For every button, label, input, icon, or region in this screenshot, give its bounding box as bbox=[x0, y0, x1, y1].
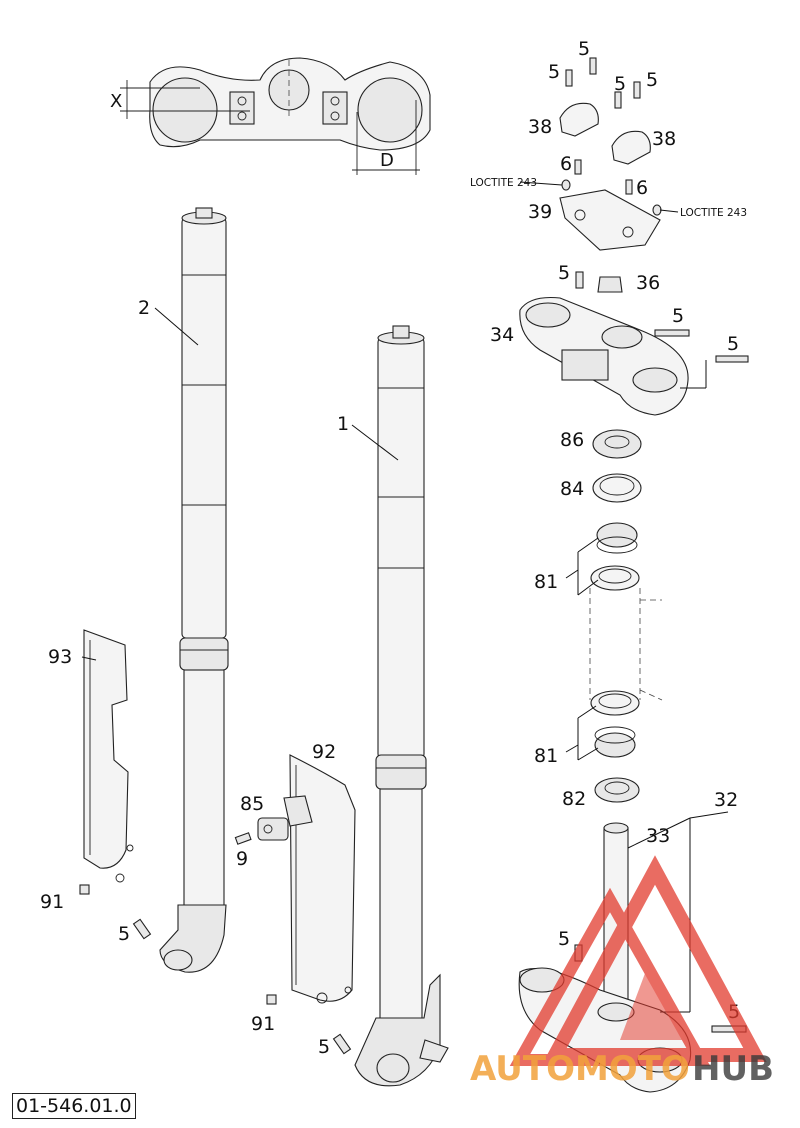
callout-39: 39 bbox=[528, 201, 552, 223]
callout-5-top-left: 5 bbox=[548, 61, 560, 83]
handlebar-bridge-39 bbox=[559, 179, 662, 251]
callout-38-left: 38 bbox=[528, 116, 552, 138]
callout-9: 9 bbox=[236, 848, 248, 870]
callout-labels: 2 1 93 92 85 9 91 91 5 5 5 5 5 5 38 38 6… bbox=[40, 38, 747, 1058]
callout-5-top: 5 bbox=[578, 38, 590, 60]
callout-5-right-fork: 5 bbox=[318, 1036, 330, 1058]
lower-triple-clamp-32 bbox=[518, 822, 692, 1093]
callout-82: 82 bbox=[562, 788, 586, 810]
fork-leg-2 bbox=[159, 207, 229, 973]
callout-81-upper: 81 bbox=[534, 571, 558, 593]
callout-5-left-fork: 5 bbox=[118, 923, 130, 945]
callout-92: 92 bbox=[312, 741, 336, 763]
callout-34: 34 bbox=[490, 324, 514, 346]
loctite-note-left: LOCTITE 243 bbox=[470, 177, 537, 189]
brake-line-clamp-85 bbox=[257, 795, 313, 841]
callout-91-right: 91 bbox=[251, 1013, 275, 1035]
dimension-x-label: X bbox=[110, 91, 122, 112]
triple-clamp-dimension-sketch bbox=[120, 57, 431, 175]
callout-81-lower: 81 bbox=[534, 745, 558, 767]
callout-5-top-mid: 5 bbox=[614, 73, 626, 95]
fork-leg-1 bbox=[354, 325, 449, 1087]
callout-86: 86 bbox=[560, 429, 584, 451]
callout-5-lower-clamp: 5 bbox=[558, 928, 570, 950]
callout-2: 2 bbox=[138, 297, 150, 319]
callout-6-right: 6 bbox=[636, 177, 648, 199]
callout-33: 33 bbox=[646, 825, 670, 847]
callout-5-clamp-top: 5 bbox=[558, 262, 570, 284]
handlebar-clamps-38 bbox=[559, 102, 651, 165]
callout-91-left: 91 bbox=[40, 891, 64, 913]
callout-5-clamp-side: 5 bbox=[672, 305, 684, 327]
bearings bbox=[589, 429, 663, 803]
callout-1: 1 bbox=[337, 413, 349, 435]
callout-93: 93 bbox=[48, 646, 72, 668]
callout-5-clamp-pinch: 5 bbox=[727, 333, 739, 355]
callout-36: 36 bbox=[636, 272, 660, 294]
drawing-number-label: 01-546.01.0 bbox=[12, 1093, 136, 1119]
callout-85: 85 bbox=[240, 793, 264, 815]
callout-32: 32 bbox=[714, 789, 738, 811]
callout-84: 84 bbox=[560, 478, 584, 500]
loctite-note-right: LOCTITE 243 bbox=[680, 207, 747, 219]
dimension-d-label: D bbox=[380, 150, 394, 171]
fork-guard-92 bbox=[289, 754, 356, 1004]
callout-38-right: 38 bbox=[652, 128, 676, 150]
upper-triple-clamp-34 bbox=[519, 276, 689, 416]
callout-5-top-right: 5 bbox=[646, 69, 658, 91]
callout-6-left: 6 bbox=[560, 153, 572, 175]
fork-guard-93 bbox=[83, 629, 134, 883]
callout-5-lower-pinch: 5 bbox=[728, 1001, 740, 1023]
